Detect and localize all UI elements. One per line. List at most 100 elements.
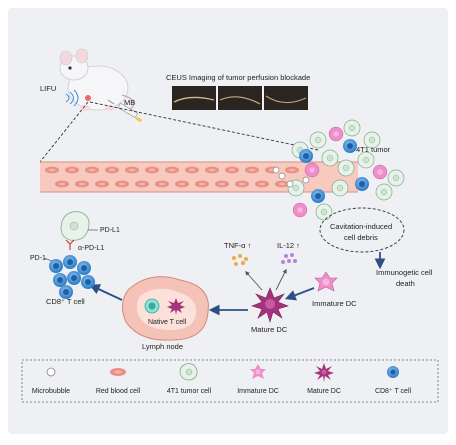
anti-pd-l1-label: α-PD-L1 (78, 245, 104, 252)
vessel-red-blood-cell (95, 180, 109, 188)
zoom-line-left (39, 101, 89, 163)
tumor-cell (292, 202, 308, 218)
tumor-label: 4T1 tumor (356, 145, 391, 154)
cd8-t-cell-label: CD8⁺ T cell (46, 297, 85, 306)
tumor-cell (328, 126, 344, 142)
microbubble (302, 176, 310, 184)
vessel-red-blood-cell (255, 180, 269, 188)
immature-dc-cell (314, 271, 338, 292)
ceus-image-strip (172, 86, 308, 110)
mb-label: MB (124, 98, 135, 107)
cd8-t-cell (59, 285, 73, 299)
icd-label-line2: death (396, 279, 415, 288)
arrow-immature-to-mature (284, 287, 315, 301)
vessel-red-blood-cell (45, 166, 59, 174)
tumor-site-marker (85, 95, 91, 101)
cd8-t-cell (49, 259, 63, 273)
tumor-cell (363, 131, 381, 149)
dc-in-node-icon (167, 298, 185, 315)
vessel-red-blood-cell (65, 166, 79, 174)
legend-label: CD8⁺ T cell (375, 388, 412, 395)
il12-label: IL-12 ↑ (277, 241, 300, 250)
mature-dc-cell (251, 287, 289, 324)
lymph-node (122, 276, 209, 341)
tumor-mass (272, 119, 405, 221)
vessel-red-blood-cell (235, 180, 249, 188)
tumor-cell (357, 151, 375, 169)
syringe-icon (107, 99, 143, 123)
tumor-cell (315, 203, 333, 221)
cavitation-region (319, 207, 405, 253)
tumor-cell (343, 139, 357, 153)
zoom-line-right (89, 101, 319, 151)
icd-label-line1: Immunogetic cell (376, 268, 433, 277)
vessel-red-blood-cell (125, 166, 139, 174)
cd8-t-cell (63, 255, 77, 269)
cd8-t-cell (81, 275, 95, 289)
vessel-red-blood-cell (275, 180, 289, 188)
pd-l1-label: PD-L1 (100, 227, 120, 234)
microbubble (286, 180, 294, 188)
red-blood-cell-icon (110, 368, 126, 376)
tnf-label: TNF-α ↑ (224, 241, 251, 250)
tumor-cell (311, 189, 325, 203)
vessel-red-blood-cell (115, 180, 129, 188)
vessel-red-blood-cell (75, 180, 89, 188)
arrow-lymph-to-tcell (89, 284, 123, 301)
vessel-red-blood-cell (245, 166, 259, 174)
vessel-red-blood-cell (85, 166, 99, 174)
vessel-red-blood-cell (135, 180, 149, 188)
immature-dc-label: Immature DC (312, 299, 357, 308)
cd8-t-cell (53, 273, 67, 287)
cavitation-label-line1: Cavitation-induced (330, 222, 392, 231)
native-t-cell-icon (144, 298, 160, 314)
vessel-red-blood-cell (225, 166, 239, 174)
vessel-red-blood-cell (145, 166, 159, 174)
vessel-red-blood-cell (165, 166, 179, 174)
tumor-cell (337, 159, 355, 177)
legend-label: 4T1 tumor cell (167, 388, 212, 395)
vessel-red-blood-cell (105, 166, 119, 174)
tumor-cell (343, 119, 361, 137)
cd8-t-cell-icon (387, 366, 399, 378)
native-t-cell-label: Native T cell (148, 319, 187, 326)
tumor-cell (304, 162, 320, 178)
tumor-cell (387, 169, 405, 187)
legend-label: Microbubble (32, 388, 70, 395)
antibody-icon (65, 239, 75, 250)
vessel-red-blood-cell (205, 166, 219, 174)
microbubble (272, 166, 280, 174)
cd8-t-cell (77, 261, 91, 275)
cavitation-label-line2: cell debris (344, 233, 378, 242)
mouse-illustration (59, 48, 135, 111)
pd-1-label: PD-1 (30, 255, 46, 262)
vessel-red-blood-cell (285, 166, 299, 174)
vessel-red-blood-cell (55, 180, 69, 188)
tumor-cell (331, 179, 349, 197)
tumor-cell (309, 131, 327, 149)
mature-dc-icon (314, 363, 334, 382)
tumor-cell (355, 177, 369, 191)
tumor-cell-icon (179, 363, 198, 381)
ceus-image-3 (264, 86, 308, 110)
legend-label: Immature DC (237, 388, 279, 395)
tumor-cell (372, 164, 388, 180)
tumor-cell (299, 149, 313, 163)
cd8-t-cell (67, 271, 81, 285)
vessel-red-blood-cell (195, 180, 209, 188)
vessel-red-blood-cell (155, 180, 169, 188)
il12-cytokine-dots (281, 253, 297, 264)
immature-dc-icon (250, 364, 266, 379)
tnf-cytokine-dots (232, 254, 248, 266)
arrow-to-il12 (275, 268, 287, 291)
lifu-probe (65, 89, 79, 107)
lymph-node-label: Lymph node (142, 342, 183, 351)
cd8-t-cell-cluster (49, 255, 95, 299)
tumor-cell (321, 149, 339, 167)
diagram-panel (8, 8, 448, 434)
ceus-title: CEUS Imaging of tumor perfusion blockade (166, 73, 310, 82)
tumor-cell-target (60, 211, 90, 241)
mature-dc-label: Mature DC (251, 325, 288, 334)
